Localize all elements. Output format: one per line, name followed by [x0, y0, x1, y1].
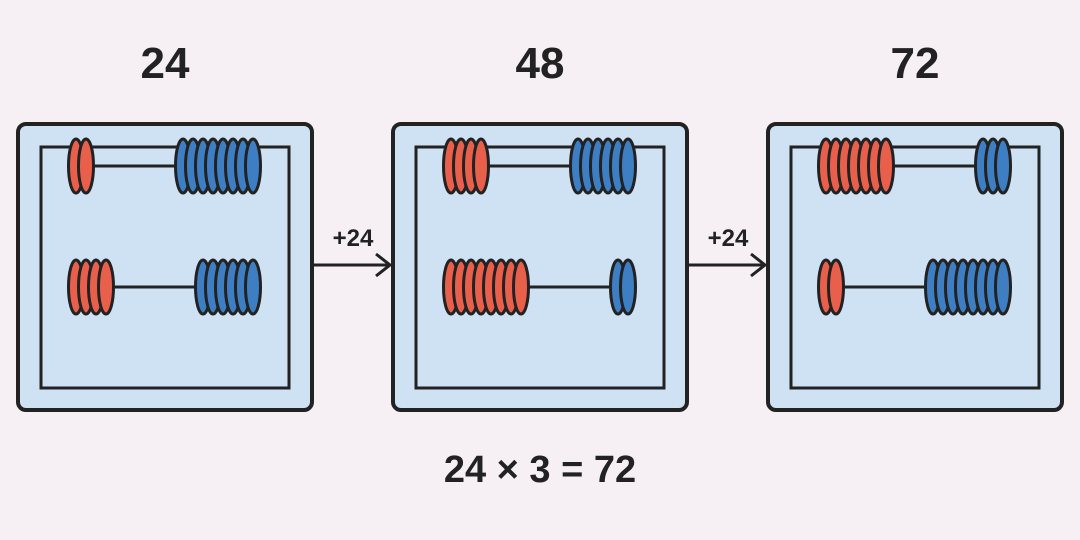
step-1-label: +24 — [333, 225, 374, 252]
abacus-3-row-1-blue-bead-3 — [994, 137, 1012, 195]
abacus-1-row-2-red-bead-4 — [97, 258, 115, 316]
abacus-1 — [16, 122, 314, 412]
abacus-2-row-1-red-bead-4 — [472, 137, 490, 195]
abacus-2-row-1-blue-bead-6 — [619, 137, 637, 195]
abacus-3-inner-frame — [789, 145, 1041, 390]
abacus-1-row-1-blue-bead-8 — [244, 137, 262, 195]
equation-text: 24 × 3 = 72 — [444, 449, 636, 491]
abacus-2-value-label: 48 — [516, 39, 565, 88]
step-arrow-2: +24 — [689, 225, 768, 278]
step-2-label: +24 — [708, 225, 749, 252]
abacus-2 — [391, 122, 689, 412]
abacus-3 — [766, 122, 1064, 412]
abacus-1-inner-frame — [39, 145, 291, 390]
abacus-3-row-1-red-bead-7 — [877, 137, 895, 195]
step-arrow-1: +24 — [314, 225, 393, 278]
abacus-1-row-2-blue-bead-6 — [244, 258, 262, 316]
abacus-1-frame — [16, 122, 314, 412]
abacus-3-value-label: 72 — [891, 39, 940, 88]
abacus-3-frame — [766, 122, 1064, 412]
abacus-1-value-label: 24 — [141, 39, 190, 88]
arrow-1-head — [375, 252, 393, 278]
abacus-2-inner-frame — [414, 145, 666, 390]
abacus-2-row-2-blue-bead-2 — [619, 258, 637, 316]
abacus-3-row-2-red-bead-2 — [827, 258, 845, 316]
arrow-2-head — [750, 252, 768, 278]
abacus-2-frame — [391, 122, 689, 412]
abacus-1-row-1-red-bead-2 — [77, 137, 95, 195]
abacus-2-row-2-red-bead-8 — [512, 258, 530, 316]
abacus-3-row-2-blue-bead-8 — [994, 258, 1012, 316]
